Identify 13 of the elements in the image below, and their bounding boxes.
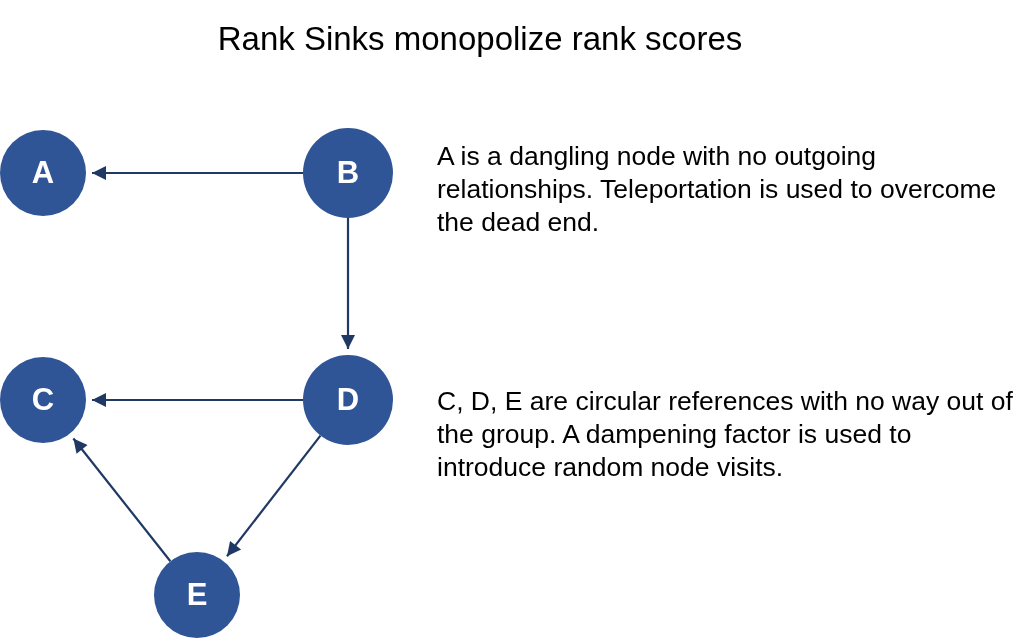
arrow (92, 393, 303, 407)
arrow (72, 437, 172, 562)
arrow (92, 166, 303, 180)
node-label: D (336, 382, 360, 418)
diagram-title: Rank Sinks monopolize rank scores (216, 20, 744, 58)
note-text: C, D, E are circular references with no way out of the group. A dampening factor is used to introduce random node visits. (437, 385, 1014, 484)
node-label: B (336, 155, 360, 191)
node-label: E (186, 577, 208, 613)
note-text: A is a dangling node with no outgoing relationships. Teleportation is used to overcome the dead end. (437, 140, 998, 239)
node-label: C (31, 382, 55, 418)
node-label: A (31, 155, 55, 191)
arrow (341, 218, 355, 349)
arrow (226, 434, 322, 557)
